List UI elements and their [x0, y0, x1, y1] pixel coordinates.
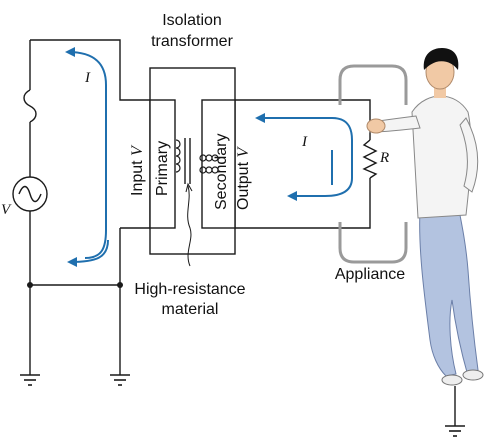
output-voltage-var: V: [235, 146, 252, 158]
ground-icon: [110, 374, 130, 386]
source-voltage-label: V: [1, 202, 12, 218]
person-legs: [419, 204, 479, 377]
input-voltage-prefix: Input: [129, 156, 146, 196]
material-pointer-line: [187, 185, 192, 267]
person-arm: [459, 117, 479, 193]
output-current-label: I: [301, 134, 308, 150]
transformer-core-icon: [184, 138, 191, 184]
input-current-label: I: [84, 70, 91, 86]
input-voltage-var: V: [129, 144, 146, 156]
secondary-winding-icon: [199, 154, 219, 174]
input-current-arrow: [67, 239, 109, 267]
output-voltage-prefix: Output: [235, 158, 252, 210]
person-illustration: [366, 48, 484, 426]
resistor-icon: [362, 139, 378, 179]
person-hand: [366, 118, 386, 134]
primary-label: Primary: [154, 141, 171, 196]
input-voltage-label: Input V: [129, 144, 146, 196]
person-shoe: [441, 374, 463, 386]
secondary-label: Secondary: [213, 134, 230, 211]
output-current-arrow: [287, 117, 353, 201]
input-circuit-wires: [29, 39, 150, 375]
ac-source-icon: [12, 176, 48, 212]
resistor-label: R: [379, 150, 389, 166]
primary-winding-icon: [175, 139, 181, 173]
appliance-housing: [338, 64, 408, 264]
material-label-line1: High-resistance: [134, 281, 245, 298]
ground-icon: [445, 425, 465, 437]
output-voltage-label: Output V: [235, 146, 252, 210]
junction-dot: [27, 282, 33, 288]
transformer-title-line1: Isolation: [162, 12, 222, 29]
fuse-icon: [23, 89, 37, 123]
secondary-coil-box: [201, 99, 236, 229]
transformer-title-line2: transformer: [151, 33, 233, 50]
input-current-arrow: [65, 47, 107, 259]
appliance-label: Appliance: [335, 266, 405, 283]
person-hair: [423, 48, 459, 70]
person-shoe: [462, 369, 484, 381]
person-shirt: [411, 95, 472, 219]
junction-dot: [117, 282, 123, 288]
material-label-line2: material: [162, 301, 219, 318]
output-circuit-wires: [235, 99, 371, 229]
ground-icon: [20, 374, 40, 386]
material-pointer-arrowhead: [185, 182, 193, 193]
primary-coil-box: [149, 99, 176, 229]
